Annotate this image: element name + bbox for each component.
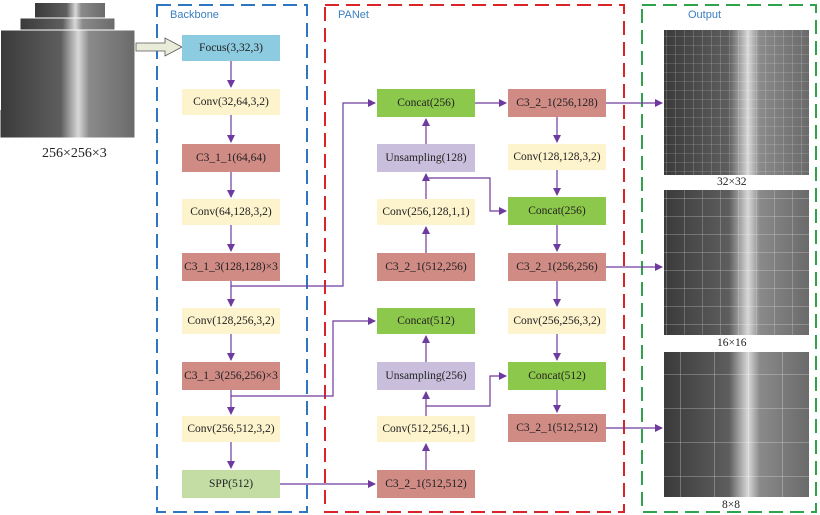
- input-size-label: 256×256×3: [42, 146, 107, 161]
- connection-arrows: [227, 61, 663, 488]
- backbone-conv-3: Conv(128,256,3,2): [182, 308, 280, 334]
- input-arrow: [135, 37, 183, 57]
- arrow-21: [231, 99, 376, 287]
- output-title: Output: [688, 9, 722, 21]
- backbone-c3-2: C3_1_3(128,128)×3: [182, 253, 280, 281]
- backbone-c3-3: C3_1_3(256,256)×3: [182, 362, 280, 390]
- output-section-border: [641, 4, 817, 513]
- panet-c3-256-128: C3_2_1(256,128): [508, 89, 606, 117]
- arrow-24: [426, 177, 507, 215]
- panet-section-border: [324, 4, 625, 513]
- panet-c3-512-512-right: C3_2_1(512,512): [508, 414, 606, 442]
- backbone-spp: SPP(512): [182, 470, 280, 498]
- panet-c3-512-256: C3_2_1(512,256): [377, 253, 475, 281]
- backbone-focus: Focus(3,32,3): [182, 35, 280, 61]
- panet-upsample-128: Unsampling(128): [377, 144, 475, 172]
- panet-concat-256-right: Concat(256): [508, 197, 606, 225]
- output-label-16: 16×16: [717, 337, 747, 349]
- input-image-stack: [0, 3, 136, 139]
- panet-concat-512-right: Concat(512): [508, 362, 606, 390]
- backbone-title: Backbone: [170, 9, 219, 21]
- panet-conv-128-128: Conv(128,128,3,2): [508, 144, 606, 170]
- backbone-conv-2: Conv(64,128,3,2): [182, 199, 280, 225]
- arrow-25: [426, 372, 507, 407]
- panet-conv-256-256: Conv(256,256,3,2): [508, 308, 606, 334]
- panet-c3-256-256: C3_2_1(256,256): [508, 253, 606, 281]
- backbone-c3-1: C3_1_1(64,64): [182, 144, 280, 172]
- panet-conv-256-128: Conv(256,128,1,1): [377, 199, 475, 225]
- backbone-conv-4: Conv(256,512,3,2): [182, 416, 280, 442]
- output-image-16: [664, 190, 809, 335]
- arrow-22: [231, 317, 376, 397]
- output-image-32: [664, 30, 809, 175]
- panet-concat-256: Concat(256): [377, 89, 475, 117]
- backbone-conv-1: Conv(32,64,3,2): [182, 89, 280, 115]
- panet-concat-512: Concat(512): [377, 308, 475, 334]
- panet-c3-512-512-left: C3_2_1(512,512): [377, 470, 475, 498]
- panet-conv-512-256: Conv(512,256,1,1): [377, 416, 475, 442]
- panet-title: PANet: [338, 9, 369, 21]
- output-label-32: 32×32: [717, 176, 747, 188]
- output-label-8: 8×8: [722, 499, 740, 511]
- backbone-section-border: [156, 4, 308, 513]
- panet-upsample-256: Unsampling(256): [377, 362, 475, 390]
- output-image-8: [664, 352, 809, 497]
